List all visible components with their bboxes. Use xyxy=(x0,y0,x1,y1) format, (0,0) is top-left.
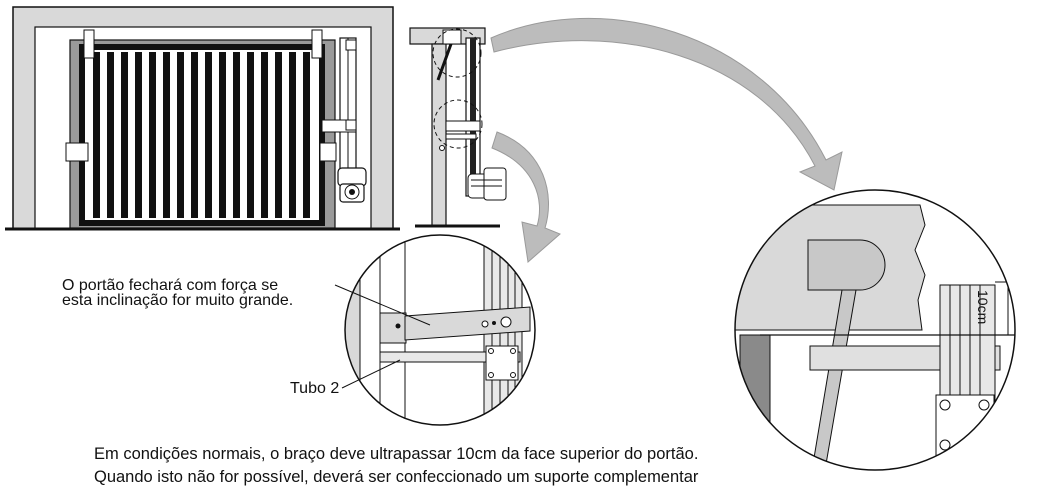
gate-bar xyxy=(247,52,254,218)
gate-bar xyxy=(163,52,170,218)
caption-line-2: Quando isto não for possível, deverá ser… xyxy=(94,468,699,486)
inclination-warning-line-1: O portão fechará com força se xyxy=(62,277,279,294)
gate-bar xyxy=(233,52,240,218)
detail-circle-middle xyxy=(433,99,483,149)
gate-bar xyxy=(149,52,156,218)
gate-bar xyxy=(121,52,128,218)
gate-bar xyxy=(191,52,198,218)
detail-view-arm-clearance xyxy=(734,189,1016,471)
gate-bar xyxy=(289,52,296,218)
curved-arrow-left xyxy=(491,131,561,263)
gate-bar xyxy=(261,52,268,218)
gate-bar xyxy=(205,52,212,218)
gate-bar xyxy=(107,52,114,218)
inclination-warning-line-2: esta inclinação for muito grande. xyxy=(62,292,294,309)
gate-bar xyxy=(93,52,100,218)
gate-bar xyxy=(303,52,310,218)
gate-bar xyxy=(219,52,226,218)
gate-side-view xyxy=(409,27,507,228)
gate-front-view xyxy=(5,6,400,231)
curved-arrow-right xyxy=(490,17,843,191)
caption-line-1: Em condições normais, o braço deve ultra… xyxy=(94,445,699,463)
gate-bar xyxy=(177,52,184,218)
detail-view-bracket xyxy=(334,234,536,426)
dimension-label: 10cm xyxy=(975,290,991,325)
tube-label: Tubo 2 xyxy=(290,380,340,397)
detail-circle-top xyxy=(432,28,482,78)
gate-bar xyxy=(275,52,282,218)
gate-bar xyxy=(135,52,142,218)
